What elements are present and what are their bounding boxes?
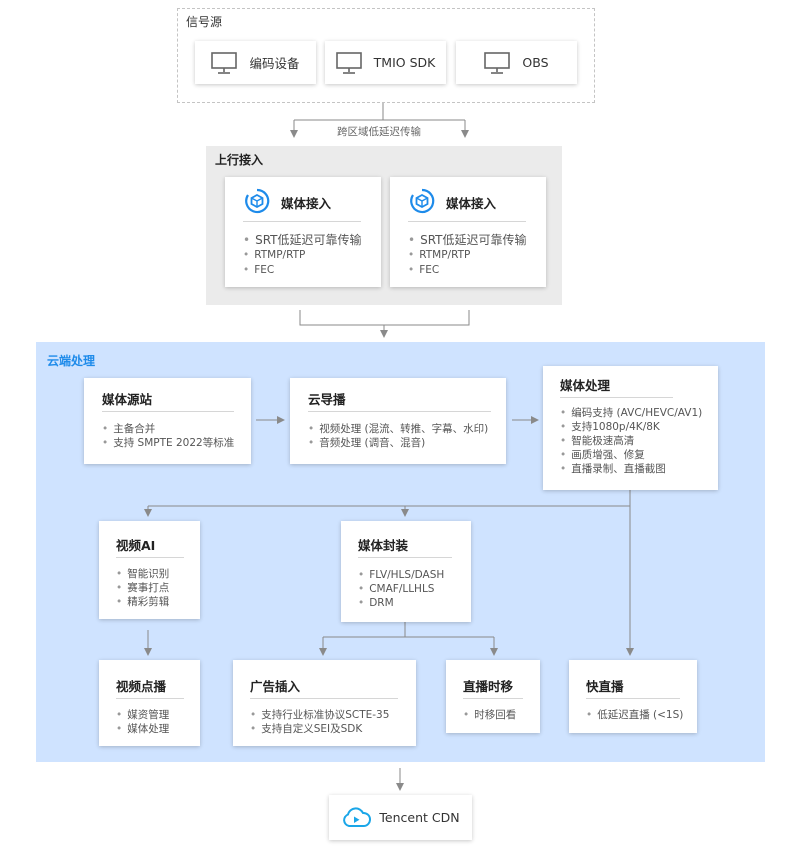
source-tmio-sdk-button[interactable]: TMIO SDK bbox=[325, 41, 446, 84]
cloud-director-card: 云导播 视频处理 (混流、转推、字幕、水印) 音频处理 (调音、混音) bbox=[290, 378, 506, 464]
uplink-title: 上行接入 bbox=[215, 153, 264, 167]
bullet-item: 音频处理 (调音、混音) bbox=[308, 436, 425, 451]
bullet-item: DRM bbox=[358, 596, 393, 611]
card-title: 视频点播 bbox=[116, 679, 167, 694]
divider bbox=[560, 397, 673, 398]
bullet-item: 编码支持 (AVC/HEVC/AV1) bbox=[560, 406, 702, 421]
monitor-icon bbox=[335, 51, 362, 74]
bullet-item: 支持行业标准协议SCTE-35 bbox=[250, 708, 389, 723]
vod-card: 视频点播 媒资管理 媒体处理 bbox=[99, 660, 200, 746]
bullet-item: 智能识别 bbox=[116, 567, 169, 582]
source-encoder-button[interactable]: 编码设备 bbox=[195, 41, 316, 84]
media-packaging-card: 媒体封装 FLV/HLS/DASH CMAF/LLHLS DRM bbox=[341, 521, 471, 622]
bullet-item: 直播录制、直播截图 bbox=[560, 462, 666, 477]
cloud-processing-title: 云端处理 bbox=[47, 354, 96, 368]
signal-source-title: 信号源 bbox=[186, 15, 223, 29]
media-ingest-card-1: 媒体接入 SRT低延迟可靠传输 RTMP/RTP FEC bbox=[225, 177, 381, 287]
source-label: OBS bbox=[522, 55, 549, 70]
tencent-cdn-box[interactable]: Tencent CDN bbox=[329, 795, 472, 840]
media-origin-card: 媒体源站 主备合并 支持 SMPTE 2022等标准 bbox=[84, 378, 251, 464]
divider bbox=[116, 557, 184, 558]
divider bbox=[250, 698, 398, 699]
bullet-item: 支持 SMPTE 2022等标准 bbox=[102, 436, 234, 451]
divider bbox=[463, 698, 523, 699]
card-title: 媒体封装 bbox=[358, 538, 409, 553]
video-ai-card: 视频AI 智能识别 赛事打点 精彩剪辑 bbox=[99, 521, 200, 619]
transfer-label: 跨区域低延迟传输 bbox=[335, 124, 423, 139]
bullet-item: 智能极速高清 bbox=[560, 434, 634, 449]
bullet-item: RTMP/RTP bbox=[408, 248, 470, 263]
bullet-item: 媒体处理 bbox=[116, 722, 169, 737]
ad-insertion-card: 广告插入 支持行业标准协议SCTE-35 支持自定义SEI及SDK bbox=[233, 660, 416, 746]
source-obs-button[interactable]: OBS bbox=[456, 41, 577, 84]
bullet-item: 低延迟直播 (<1S) bbox=[586, 708, 683, 723]
cloud-play-icon bbox=[343, 806, 372, 827]
signal-source-group: 信号源 bbox=[177, 8, 595, 103]
bullet-item: RTMP/RTP bbox=[243, 248, 305, 263]
source-label: 编码设备 bbox=[249, 56, 300, 71]
card-title: 媒体源站 bbox=[102, 392, 153, 407]
divider bbox=[586, 698, 680, 699]
card-title: 云导播 bbox=[308, 392, 346, 407]
divider bbox=[358, 557, 452, 558]
card-title: 直播时移 bbox=[463, 679, 514, 694]
media-processing-card: 媒体处理 编码支持 (AVC/HEVC/AV1) 支持1080p/4K/8K 智… bbox=[543, 366, 718, 490]
card-title: 媒体接入 bbox=[446, 196, 497, 211]
monitor-icon bbox=[484, 51, 511, 74]
bullet-item: 支持自定义SEI及SDK bbox=[250, 722, 362, 737]
cdn-label: Tencent CDN bbox=[379, 810, 460, 825]
divider bbox=[116, 698, 184, 699]
bullet-item: FEC bbox=[243, 263, 274, 278]
divider bbox=[102, 411, 234, 412]
timeshift-card: 直播时移 时移回看 bbox=[446, 660, 540, 733]
card-title: 视频AI bbox=[116, 538, 156, 553]
card-title: 媒体接入 bbox=[281, 196, 332, 211]
divider bbox=[308, 411, 491, 412]
bullet-item: 精彩剪辑 bbox=[116, 595, 169, 610]
bullet-item: FLV/HLS/DASH bbox=[358, 568, 444, 583]
bullet-item: 主备合并 bbox=[102, 422, 155, 437]
media-ingest-card-2: 媒体接入 SRT低延迟可靠传输 RTMP/RTP FEC bbox=[390, 177, 546, 287]
bullet-item: 视频处理 (混流、转推、字幕、水印) bbox=[308, 422, 488, 437]
divider bbox=[243, 221, 361, 222]
fast-live-card: 快直播 低延迟直播 (<1S) bbox=[569, 660, 697, 733]
source-label: TMIO SDK bbox=[373, 55, 436, 70]
bullet-item: 赛事打点 bbox=[116, 581, 169, 596]
card-title: 媒体处理 bbox=[560, 378, 611, 393]
media-cube-icon bbox=[245, 188, 270, 214]
media-cube-icon bbox=[410, 188, 435, 214]
bullet-item: 画质增强、修复 bbox=[560, 448, 645, 463]
card-title: 快直播 bbox=[586, 679, 624, 694]
bullet-item: 媒资管理 bbox=[116, 708, 169, 723]
bullet-item: CMAF/LLHLS bbox=[358, 582, 434, 597]
divider bbox=[408, 221, 526, 222]
bullet-item: 支持1080p/4K/8K bbox=[560, 420, 660, 435]
bullet-item: 时移回看 bbox=[463, 708, 516, 723]
bullet-item: FEC bbox=[408, 263, 439, 278]
monitor-icon bbox=[211, 51, 238, 74]
bullet-item: SRT低延迟可靠传输 bbox=[243, 233, 361, 248]
bullet-item: SRT低延迟可靠传输 bbox=[408, 233, 526, 248]
card-title: 广告插入 bbox=[250, 679, 301, 694]
